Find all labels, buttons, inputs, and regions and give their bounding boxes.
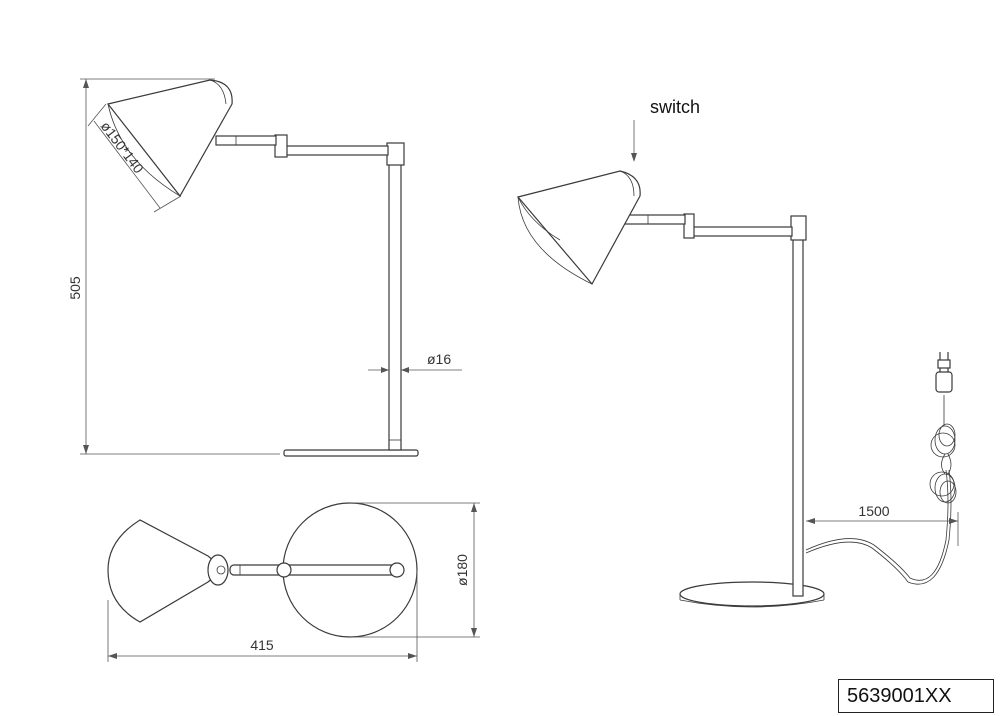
perspective-view: switch 1500 <box>516 97 959 608</box>
switch-label: switch <box>650 97 700 117</box>
side-shade <box>106 79 233 198</box>
persp-arm <box>689 226 793 237</box>
cable-coil <box>929 395 957 504</box>
dim-height: 505 <box>67 276 83 300</box>
persp-pole <box>792 235 804 597</box>
plug-icon <box>935 352 953 393</box>
persp-shade <box>516 170 641 286</box>
side-joint <box>274 134 288 158</box>
dim-cable: 1500 <box>858 503 889 519</box>
top-shade <box>107 519 217 623</box>
top-arm <box>229 564 401 576</box>
side-base <box>283 449 419 457</box>
power-cable <box>805 469 949 581</box>
model-number: 5639001XX <box>847 684 952 707</box>
dim-base: ø180 <box>454 554 470 586</box>
side-view: 505 ø150*140 ø16 <box>67 78 462 457</box>
model-number-box: 5639001XX <box>838 679 994 713</box>
side-arm <box>281 145 389 156</box>
top-view: 415 ø180 <box>107 502 480 662</box>
dim-width: 415 <box>250 637 274 653</box>
side-rod <box>215 135 277 146</box>
side-pole-cap <box>386 142 405 166</box>
dim-pole: ø16 <box>427 351 451 367</box>
side-pole <box>388 149 402 451</box>
